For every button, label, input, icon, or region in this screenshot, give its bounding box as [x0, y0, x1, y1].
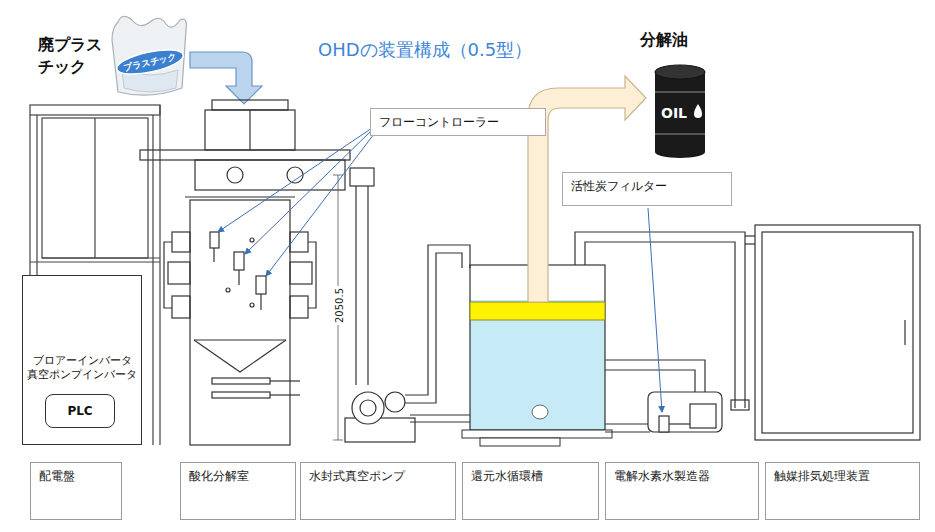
catalytic-exhaust-unit — [755, 225, 920, 440]
node-text: 電解水素水製造器 — [614, 468, 750, 485]
input-label: 廃プラス チック — [38, 34, 108, 77]
hydrogen-water-generator — [648, 392, 722, 432]
reactor — [140, 100, 350, 445]
plastic-bag — [112, 16, 186, 95]
input-arrow — [190, 52, 262, 104]
caption-box: 水封式真空ポンプ — [300, 462, 456, 520]
caption-box: 配電盤 — [30, 462, 122, 520]
leader-line — [648, 208, 662, 412]
caption-box: 電解水素水製造器 — [605, 462, 759, 520]
water-seal-pump — [345, 245, 470, 442]
drum-label: OIL — [661, 105, 687, 121]
plc-box: PLC — [45, 394, 115, 428]
node-text: 酸化分解室 — [189, 468, 287, 485]
node-text: PLC — [54, 404, 106, 418]
output-label: 分解油 — [640, 30, 688, 51]
dimension-value: 2050.5 — [334, 286, 345, 325]
callout-box: フローコントローラー — [370, 108, 546, 136]
leader-line — [218, 128, 374, 276]
caption-box: 酸化分解室 — [180, 462, 296, 520]
oil-drum — [655, 65, 705, 158]
node-text: 配電盤 — [39, 468, 113, 485]
node-text: 水封式真空ポンプ — [309, 468, 447, 485]
pipework — [575, 232, 755, 432]
caption-box: 還元水循環槽 — [462, 462, 599, 520]
callout-box: 活性炭フィルター — [562, 172, 732, 206]
bag-label: プラスチック — [122, 50, 178, 74]
control-panel: ブロアーインバータ 真空ポンプインバータ PLC — [22, 275, 142, 445]
caption-box: 触媒排気処理装置 — [765, 462, 920, 520]
node-text: 活性炭フィルター — [571, 178, 723, 195]
vacuum-pipe — [350, 168, 374, 385]
node-text: 触媒排気処理装置 — [774, 468, 911, 485]
node-text: ブロアーインバータ 真空ポンプインバータ — [26, 354, 138, 383]
diagram-title: OHDの装置構成（0.5型） — [318, 38, 532, 62]
node-text: フローコントローラー — [379, 114, 537, 131]
node-text: 還元水循環槽 — [471, 468, 590, 485]
